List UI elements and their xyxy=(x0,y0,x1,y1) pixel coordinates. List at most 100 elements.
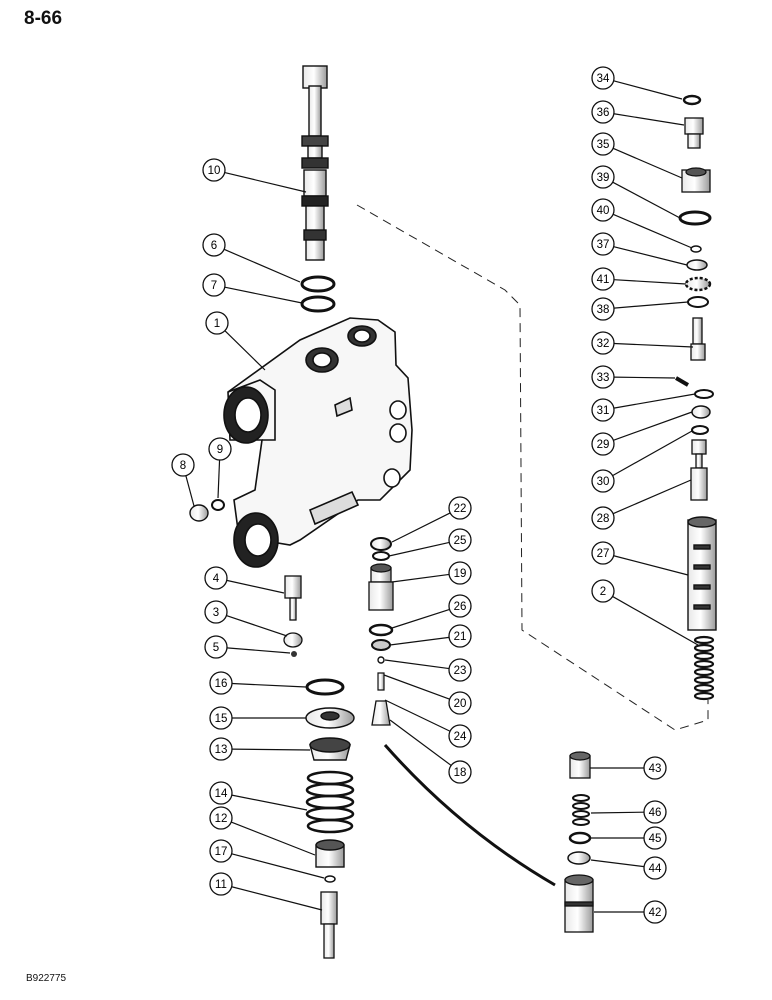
callout-label: 43 xyxy=(649,763,662,775)
callout-label: 2 xyxy=(600,586,606,598)
callout-circle xyxy=(591,579,615,603)
callout-circle xyxy=(208,437,232,461)
callout-circle xyxy=(448,594,472,618)
valve-body-part xyxy=(223,317,413,568)
callout-label: 22 xyxy=(454,503,467,515)
plug-part xyxy=(564,874,594,933)
callout-circle xyxy=(591,232,615,256)
seal-part xyxy=(300,275,336,293)
callout-label: 4 xyxy=(213,573,220,585)
callout-circle xyxy=(209,671,233,695)
callout-25: 25 xyxy=(388,528,472,557)
spring-part xyxy=(572,794,590,826)
callout-45: 45 xyxy=(591,826,667,850)
leader-line xyxy=(613,246,688,266)
leader-line xyxy=(224,330,266,371)
callout-44: 44 xyxy=(590,856,667,880)
callout-circle xyxy=(448,528,472,552)
callout-circle xyxy=(204,600,228,624)
leader-line xyxy=(185,475,195,507)
callout-label: 20 xyxy=(454,698,467,710)
callout-19: 19 xyxy=(391,561,472,585)
plunger-part xyxy=(320,891,338,959)
callout-34: 34 xyxy=(591,66,683,100)
callout-label: 9 xyxy=(217,444,223,456)
leader-line xyxy=(613,393,696,409)
callout-circle xyxy=(591,66,615,90)
leader-line xyxy=(231,853,325,879)
callout-28: 28 xyxy=(591,479,692,530)
leader-line xyxy=(391,573,450,583)
leader-line xyxy=(613,555,689,576)
callout-20: 20 xyxy=(383,674,472,715)
callout-22: 22 xyxy=(391,496,472,543)
callout-circle xyxy=(591,267,615,291)
leader-line xyxy=(612,181,681,219)
ball-part xyxy=(377,656,385,664)
callout-15: 15 xyxy=(209,706,306,730)
callout-circle xyxy=(591,469,615,493)
callout-46: 46 xyxy=(590,800,667,824)
leader-line xyxy=(613,301,689,309)
washer-part xyxy=(682,94,702,106)
callout-label: 1 xyxy=(214,318,220,330)
callout-label: 14 xyxy=(215,788,228,800)
leader-line xyxy=(613,342,694,348)
seat-part xyxy=(283,632,303,648)
nozzle-part xyxy=(371,700,391,726)
cap-part xyxy=(691,405,711,419)
callout-circle xyxy=(591,198,615,222)
callout-13: 13 xyxy=(209,737,311,761)
callout-circle xyxy=(448,724,472,748)
spring-part xyxy=(305,770,355,834)
ring-part xyxy=(694,389,714,399)
callout-circle xyxy=(643,826,667,850)
callout-label: 30 xyxy=(597,476,610,488)
callout-32: 32 xyxy=(591,331,694,355)
leader-line xyxy=(389,636,450,646)
leader-line xyxy=(231,821,316,856)
callout-label: 5 xyxy=(213,642,219,654)
leader-line xyxy=(613,113,685,126)
sleeve-part xyxy=(687,516,717,631)
callout-label: 10 xyxy=(208,165,221,177)
washer-part xyxy=(687,296,709,308)
callout-29: 29 xyxy=(591,411,693,456)
callout-43: 43 xyxy=(590,756,667,780)
piston-part xyxy=(690,439,708,501)
callout-label: 38 xyxy=(597,304,610,316)
alignment-dashed-line xyxy=(356,204,709,731)
callout-circle xyxy=(643,800,667,824)
nut-part xyxy=(681,167,711,193)
callout-label: 25 xyxy=(454,535,467,547)
figure-id: B922775 xyxy=(26,973,67,984)
callout-circle xyxy=(202,158,226,182)
callout-1: 1 xyxy=(205,311,266,371)
leader-line xyxy=(391,608,450,629)
callout-17: 17 xyxy=(209,839,325,879)
ring-part xyxy=(211,499,225,511)
fitting-part xyxy=(684,117,704,149)
callout-circle xyxy=(448,496,472,520)
callout-label: 13 xyxy=(215,744,228,756)
oring-part xyxy=(305,678,345,696)
leader-line xyxy=(590,859,645,868)
callout-circle xyxy=(591,297,615,321)
callout-label: 23 xyxy=(454,665,467,677)
callout-37: 37 xyxy=(591,232,688,266)
callout-42: 42 xyxy=(594,900,667,924)
callout-circle xyxy=(448,658,472,682)
leader-line xyxy=(231,748,311,751)
callout-label: 42 xyxy=(649,907,662,919)
callout-label: 11 xyxy=(215,879,227,891)
callout-39: 39 xyxy=(591,165,681,219)
leader-line xyxy=(613,411,693,441)
leader-line xyxy=(231,886,323,911)
callout-33: 33 xyxy=(591,365,676,389)
leader-line xyxy=(388,541,450,557)
callout-7: 7 xyxy=(202,273,303,304)
ring-part xyxy=(691,425,709,435)
leader-line xyxy=(612,147,683,179)
callout-10: 10 xyxy=(202,158,307,193)
leader-line xyxy=(226,614,288,637)
